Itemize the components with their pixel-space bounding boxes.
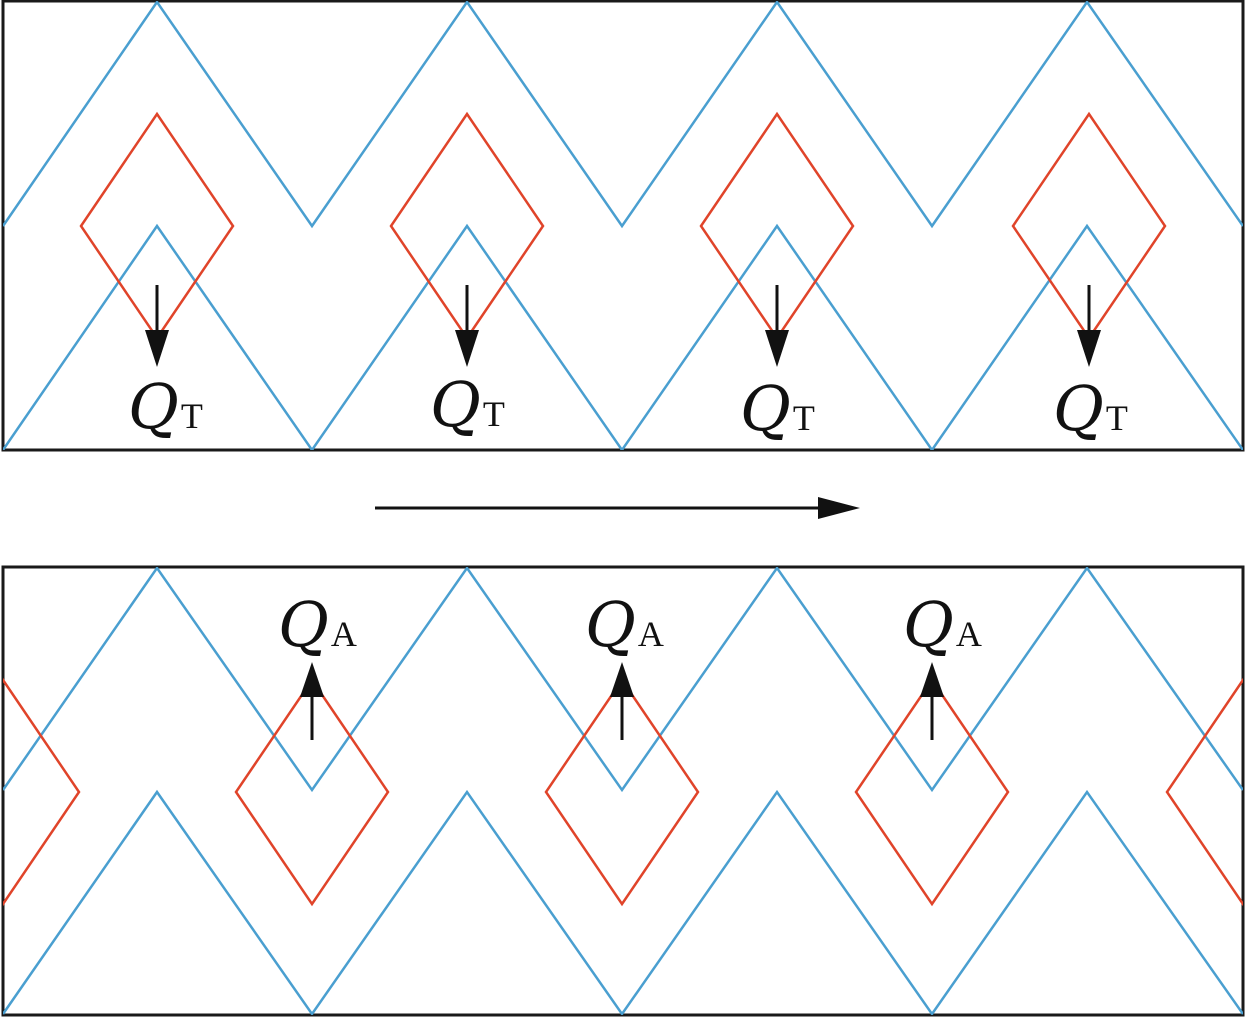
top-label-2: QT [430, 368, 505, 441]
top-arrow-4 [1077, 285, 1101, 367]
top-zigzag-upper [3, 1, 1243, 229]
top-panel: QT QT QT QT [1, 0, 1245, 452]
bottom-panel-frame [1, 565, 1245, 1017]
bottom-panel: QA QA QA [1, 565, 1245, 1017]
bottom-zigzag-lower [3, 789, 1243, 1015]
bottom-arrow-2 [610, 662, 634, 740]
bottom-label-2: QA [585, 588, 664, 661]
shift-direction-arrow [375, 497, 860, 519]
bottom-diamond-edge-right [1165, 677, 1243, 907]
bottom-diamond-1 [234, 677, 390, 907]
bottom-zigzag-upper [3, 567, 1243, 793]
bottom-diamond-edge-left [3, 677, 81, 907]
top-label-4: QT [1053, 372, 1128, 445]
bottom-label-3: QA [903, 588, 982, 661]
top-zigzag-lower [3, 223, 1243, 450]
bottom-diamond-2 [544, 677, 700, 907]
bottom-diamond-3 [854, 677, 1010, 907]
top-label-1: QT [128, 370, 203, 443]
top-arrow-3 [765, 285, 789, 367]
top-arrow-2 [455, 285, 479, 367]
top-label-3: QT [740, 372, 815, 445]
top-arrow-1 [145, 285, 169, 367]
bottom-label-1: QA [278, 588, 357, 661]
bottom-arrow-3 [920, 662, 944, 740]
bottom-arrow-1 [300, 662, 324, 740]
